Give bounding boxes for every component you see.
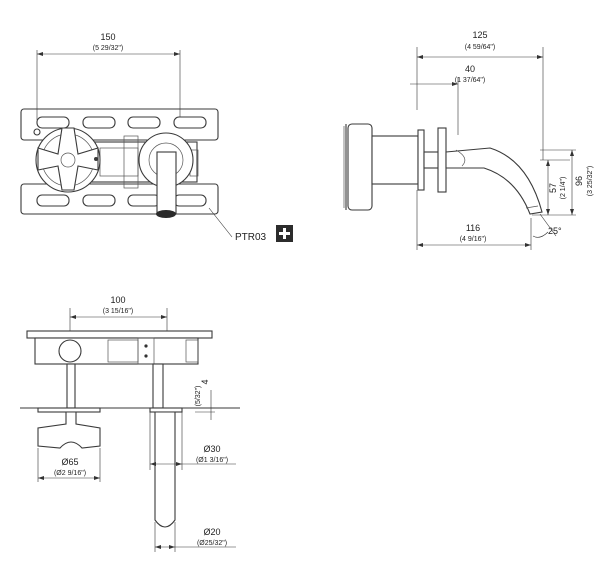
dim-spout-dia-imperial: (Ø25/32") [197, 540, 227, 547]
front-view: 150 (5 29/32") PTR03 [20, 32, 293, 243]
plan-view: 100 (3 15/16") 4 (5/32") Ø65 [20, 295, 240, 552]
ptr03-label: PTR03 [235, 232, 267, 243]
dim-rosette-dia: Ø30 [203, 444, 220, 454]
dim-plan-width: 100 [110, 295, 125, 305]
side-view: 125 (4 59/64") 40 (1 37/64") 57 (2 1/4") [343, 30, 594, 250]
dim-side-depth: 125 [472, 30, 487, 40]
dim-handle-dia: Ø65 [61, 457, 78, 467]
dim-side-reach: 116 [466, 223, 480, 233]
dim-side-depth-imperial: (4 59/64") [465, 44, 496, 51]
dim-front-width: 150 [100, 32, 115, 42]
dim-side-height-outer: 96 [574, 176, 584, 186]
dim-front-width-imperial: (5 29/32") [93, 45, 124, 52]
dim-side-height-inner: 57 [548, 183, 558, 193]
dim-side-height-inner-imperial: (2 1/4") [560, 177, 567, 200]
dim-spout-dia: Ø20 [203, 527, 220, 537]
plus-icon[interactable] [276, 225, 293, 242]
dim-handle-dia-imperial: (Ø2 9/16") [54, 470, 86, 477]
dim-plan-width-imperial: (3 15/16") [103, 308, 134, 315]
dim-side-reach-imperial: (4 9/16") [460, 236, 487, 243]
dim-spout-angle: 25° [548, 226, 562, 236]
dim-side-wall-imperial: (1 37/64") [455, 77, 486, 84]
dim-plan-plate: 4 [200, 379, 210, 384]
dim-rosette-dia-imperial: (Ø1 3/16") [196, 457, 228, 464]
dim-plan-plate-imperial: (5/32") [195, 386, 202, 407]
dim-side-wall: 40 [465, 64, 475, 74]
dim-side-height-outer-imperial: (3 25/32") [587, 166, 594, 197]
